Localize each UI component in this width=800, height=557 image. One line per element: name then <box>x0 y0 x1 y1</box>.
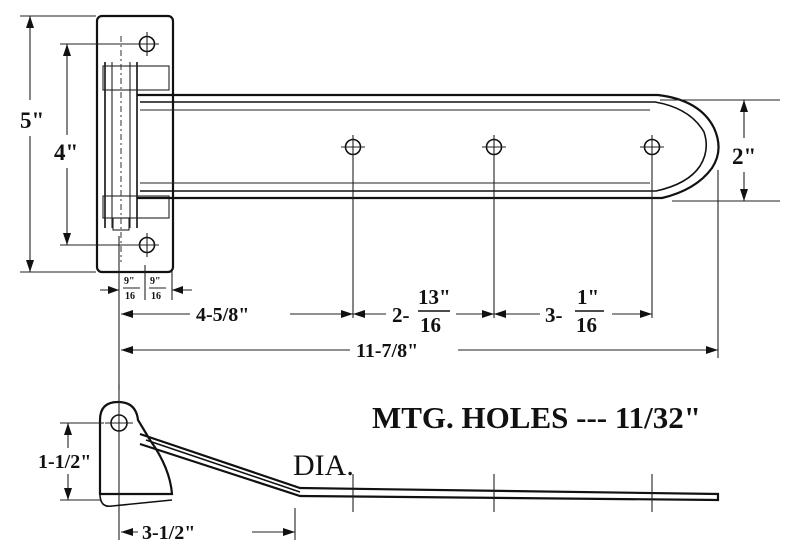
svg-text:3-: 3- <box>545 303 563 327</box>
strap-hole-3 <box>640 135 664 318</box>
side-strap <box>139 432 720 502</box>
strap-hole-2 <box>482 135 506 318</box>
svg-text:13": 13" <box>418 285 451 309</box>
dim-offset-length: 3-1/2" <box>142 522 195 544</box>
side-view: 1-1/2" 3-1/2" <box>38 384 720 544</box>
side-knuckle <box>98 400 174 496</box>
dim-strap-width: 2" <box>732 144 756 169</box>
dia-note: DIA. <box>293 449 354 482</box>
svg-text:16: 16 <box>125 291 135 302</box>
dim-first-hole: 4-5/8" <box>196 304 249 326</box>
svg-text:9": 9" <box>150 276 161 287</box>
dim-side-height: 1-1/2" <box>38 451 91 473</box>
dim-second-spacing: 2- 13" 16 <box>392 285 451 337</box>
svg-text:16: 16 <box>151 291 161 302</box>
strap-hole-1 <box>341 135 365 318</box>
svg-text:9": 9" <box>124 276 135 287</box>
hinge-strap <box>137 93 720 200</box>
dim-overall-length: 11-7/8" <box>356 340 418 362</box>
dim-overall-height: 5" <box>20 108 44 133</box>
svg-text:2-: 2- <box>392 303 410 327</box>
hinge-plate <box>95 14 175 274</box>
svg-text:1": 1" <box>577 285 599 309</box>
dim-offset-a: 9" 16 <box>123 276 140 302</box>
dim-third-spacing: 3- 1" 16 <box>545 285 604 337</box>
svg-text:16: 16 <box>420 313 441 337</box>
mounting-holes-note: MTG. HOLES --- 11/32" <box>372 400 701 435</box>
dim-hole-spacing: 4" <box>54 140 78 165</box>
top-view: 5" 4" 2" 9" 16 9" 16 <box>20 14 780 390</box>
svg-text:16: 16 <box>576 313 597 337</box>
dim-offset-b: 9" 16 <box>149 276 166 302</box>
